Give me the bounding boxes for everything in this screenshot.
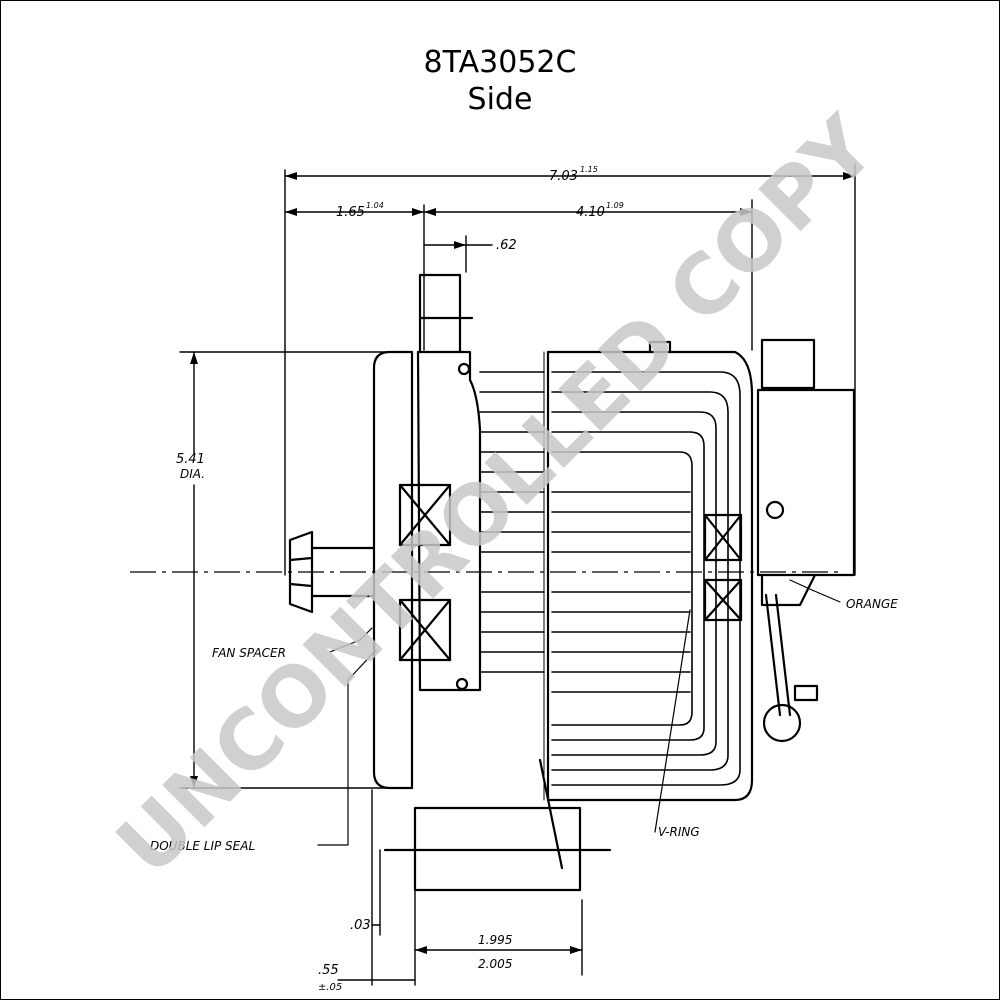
front-offset-tolerance: 1.04 (366, 201, 384, 210)
alternator-body (288, 273, 856, 892)
overall-length-value: 7.03 (549, 169, 578, 184)
title-block: 8TA3052C Side (0, 44, 1000, 118)
diameter-value: 5.41 (176, 452, 205, 467)
callout-labels: FAN SPACER DOUBLE LIP SEAL ORANGE V-RING (150, 597, 898, 853)
view-label: Side (467, 82, 533, 117)
fan-spacer-label: FAN SPACER (212, 646, 286, 660)
ear-width-value: .62 (496, 238, 517, 253)
orange-wire-label: ORANGE (846, 597, 898, 611)
dimension-arrows (190, 172, 855, 954)
body-length-tolerance: 1.09 (606, 201, 624, 210)
front-offset-value: 1.65 (336, 205, 365, 220)
v-ring-label: V-RING (658, 825, 700, 839)
overall-length-tolerance: 1.15 (580, 165, 598, 174)
callout-leaders (317, 579, 841, 846)
dimension-labels: 7.03 1.15 1.65 1.04 4.10 1.09 .62 5.41 D… (176, 165, 624, 993)
foot-width-min: 1.995 (478, 933, 512, 947)
body-length-value: 4.10 (576, 205, 605, 220)
diameter-unit: DIA. (180, 467, 205, 481)
dimension-lines (179, 164, 856, 986)
pulley-offset-value: .55 (318, 963, 339, 978)
stator-windings (479, 371, 741, 786)
foot-offset-value: .03 (350, 918, 371, 933)
pulley-offset-tolerance: ±.05 (318, 982, 342, 993)
part-number-title: 8TA3052C (423, 45, 577, 80)
foot-width-max: 2.005 (478, 957, 512, 971)
lip-seal-label: DOUBLE LIP SEAL (150, 839, 255, 853)
